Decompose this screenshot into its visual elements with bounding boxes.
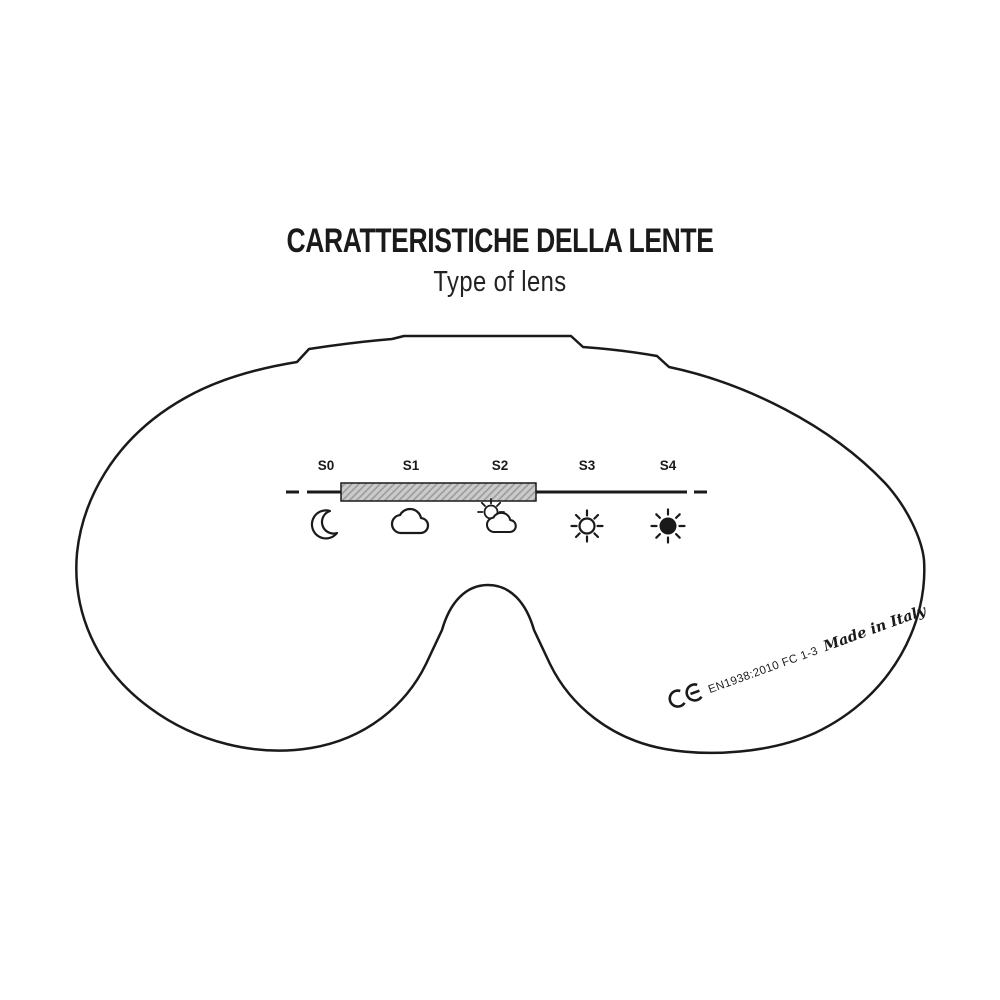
scale-label-s4: S4 [660,458,677,473]
scale-label-s1: S1 [403,458,420,473]
tint-scale: S0 S1 S2 S3 S4 [286,458,707,502]
sun-behind-cloud-icon [477,498,517,534]
scale-label-s3: S3 [579,458,596,473]
tint-gradient-bar [340,482,537,502]
ce-mark-logo [668,683,703,708]
scale-label-s0: S0 [318,458,335,473]
page-title: CARATTERISTICHE DELLA LENTE [286,222,714,260]
goggle-lens-outline [75,334,926,755]
cloud-icon [390,507,430,535]
condition-icons [310,498,686,544]
sun-outline-icon [570,509,604,543]
moon-icon [310,509,339,540]
sun-filled-icon [650,508,686,544]
page-subtitle: Type of lens [433,266,567,298]
scale-label-s2: S2 [492,458,509,473]
